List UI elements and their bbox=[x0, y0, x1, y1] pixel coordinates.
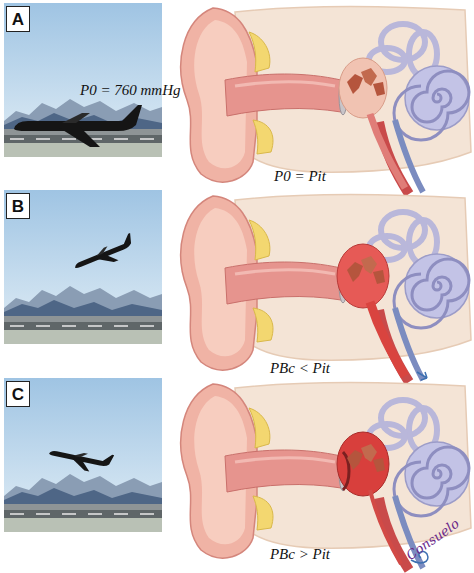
pressure-equation: PBc < Pit bbox=[270, 360, 330, 377]
panel-letter-box: A bbox=[6, 6, 30, 32]
panel-letter: A bbox=[12, 11, 24, 28]
pressure-equation: P0 = Pit bbox=[274, 168, 326, 185]
panel-letter: B bbox=[12, 198, 24, 215]
panel-letter: C bbox=[12, 386, 24, 403]
pressure-label: P0 = 760 mmHg bbox=[80, 82, 181, 99]
panel-letter-box: B bbox=[6, 193, 30, 219]
panel-letter-box: C bbox=[6, 381, 30, 407]
pressure-equation: PBc > Pit bbox=[270, 546, 330, 563]
